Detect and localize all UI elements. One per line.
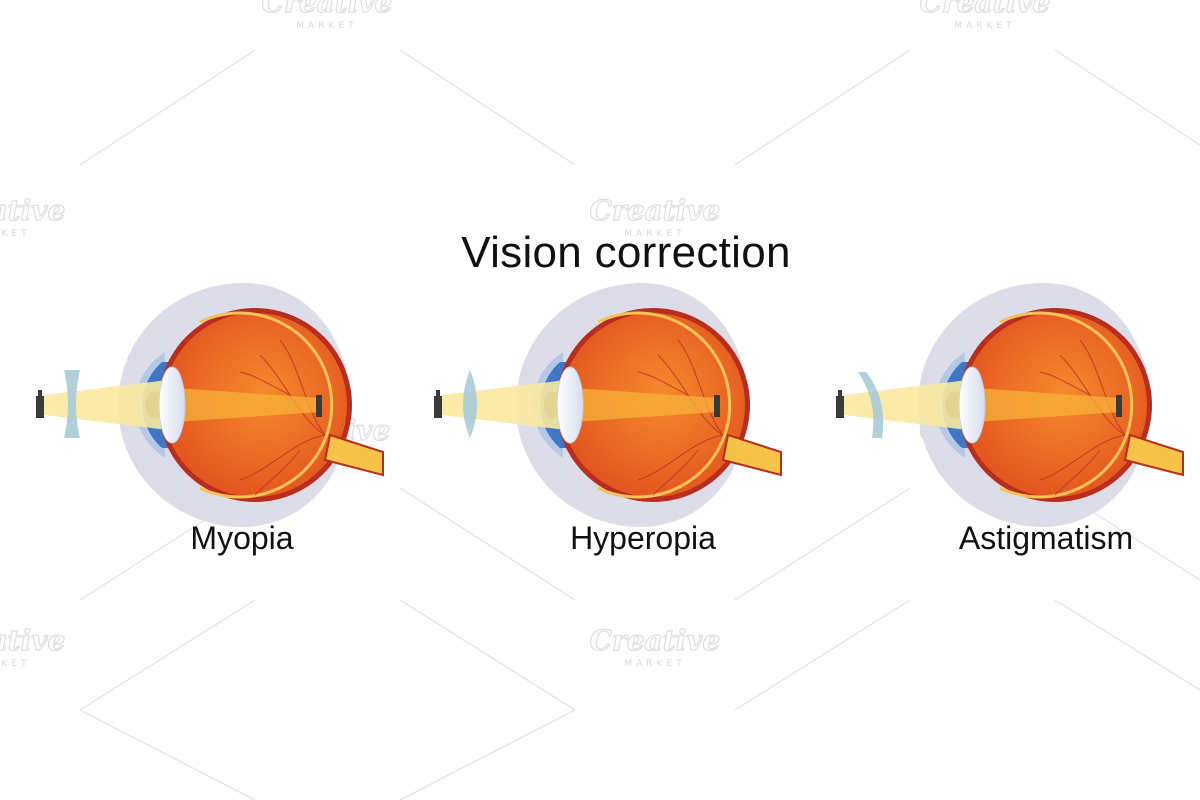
incoming-light-beam: [442, 380, 566, 430]
viewed-object-top: [436, 390, 440, 396]
blood-vessel: [637, 434, 724, 481]
watermark-line: [734, 487, 911, 601]
watermark-sub: MARKET: [296, 21, 357, 31]
retina-image: [1116, 395, 1122, 417]
cylindrical-corrective-lens: [858, 372, 884, 438]
retina-line: [199, 311, 334, 499]
convex-corrective-lens: [463, 370, 477, 438]
myopia-eye-diagram: [36, 282, 384, 528]
watermark-brand: Creative: [262, 0, 393, 19]
watermark-line: [79, 599, 256, 711]
retina-line: [597, 311, 732, 499]
retina-line: [999, 311, 1134, 499]
astigmatism-label: Astigmatism: [958, 520, 1134, 556]
hyperopia-label: Hyperopia: [570, 520, 716, 556]
incoming-light-beam: [844, 380, 968, 430]
myopia-label: Myopia: [190, 520, 294, 556]
crystalline-lens: [556, 366, 584, 444]
viewed-object: [434, 396, 442, 418]
focused-light-beam: [573, 388, 718, 422]
concave-corrective-lens: [64, 370, 80, 438]
incoming-light-beam: [44, 380, 168, 430]
blood-vessel: [1054, 449, 1101, 496]
watermark-line: [399, 709, 576, 800]
watermark-line: [399, 49, 576, 166]
blood-vessel: [239, 434, 326, 481]
watermark-line: [399, 599, 576, 711]
watermark-brand: Creative: [920, 0, 1051, 19]
blood-vessel: [652, 449, 699, 496]
viewed-object: [836, 396, 844, 418]
watermark-sub: MARKET: [0, 659, 31, 669]
watermark-line: [1054, 599, 1200, 691]
optic-nerve: [1123, 433, 1184, 477]
blood-vessel: [1079, 339, 1126, 436]
optic-nerve: [323, 433, 384, 477]
blood-vessel: [239, 371, 291, 396]
viewed-object: [36, 396, 44, 418]
crystalline-lens: [158, 366, 186, 444]
blood-vessel: [637, 371, 689, 396]
blood-vessel: [677, 339, 724, 436]
watermark-brand: Creative: [0, 624, 65, 657]
retina-image: [714, 395, 720, 417]
blood-vessel: [1039, 371, 1091, 396]
watermark-line: [734, 49, 911, 166]
optic-nerve: [721, 433, 782, 477]
watermark-sub: MARKET: [954, 21, 1015, 31]
focused-light-beam: [175, 388, 320, 422]
blood-vessel: [254, 449, 301, 496]
watermark-line: [734, 599, 911, 711]
watermark-line: [399, 487, 576, 601]
watermark-line: [79, 709, 256, 800]
watermark-sub: MARKET: [624, 229, 685, 239]
hyperopia-eye-diagram: [434, 282, 782, 528]
focused-light-beam: [975, 388, 1120, 422]
watermark-line: [79, 49, 256, 166]
retina-image: [316, 395, 322, 417]
watermark-brand: Creative: [590, 194, 721, 227]
blood-vessel: [279, 339, 326, 436]
astigmatism-eye-diagram: [836, 282, 1184, 528]
watermark-brand: Creative: [0, 194, 65, 227]
watermark-sub: MARKET: [0, 229, 31, 239]
watermark-sub: MARKET: [624, 659, 685, 669]
crystalline-lens: [958, 366, 986, 444]
blood-vessel: [1039, 434, 1126, 481]
watermark-line: [1054, 49, 1200, 146]
viewed-object-top: [38, 390, 42, 396]
watermark-brand: Creative: [590, 624, 721, 657]
viewed-object-top: [838, 390, 842, 396]
diagram-title: Vision correction: [461, 228, 791, 277]
